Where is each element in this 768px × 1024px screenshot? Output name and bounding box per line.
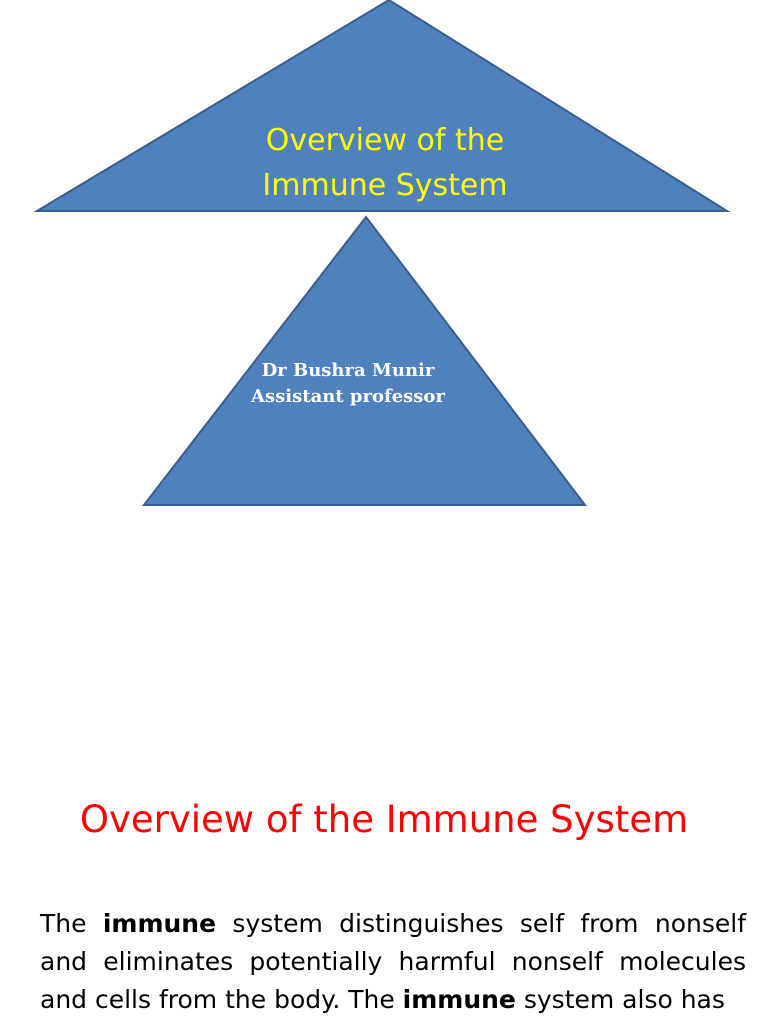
section-heading: Overview of the Immune System xyxy=(79,798,689,841)
author-block: Dr Bushra Munir Assistant professor xyxy=(228,358,468,410)
slide-title-line-1: Overview of the xyxy=(265,123,505,158)
slide-title: Overview of the Immune System xyxy=(200,118,570,208)
upper-triangle-shape xyxy=(33,0,731,212)
title-slide-graphic xyxy=(33,0,731,506)
body-text-part-2: system distinguishes self from nonself a… xyxy=(40,909,746,1014)
body-paragraph: The immune system distinguishes self fro… xyxy=(40,905,746,1019)
body-text-part-3: system also has xyxy=(515,985,725,1014)
author-name: Dr Bushra Munir xyxy=(261,360,435,381)
body-text-part-1: The xyxy=(40,909,103,938)
author-role: Assistant professor xyxy=(251,386,445,407)
body-bold-term-2: immune xyxy=(402,985,516,1014)
slide-title-line-2: Immune System xyxy=(262,168,508,203)
body-bold-term-1: immune xyxy=(102,909,217,938)
lower-triangle-shape xyxy=(141,215,588,506)
